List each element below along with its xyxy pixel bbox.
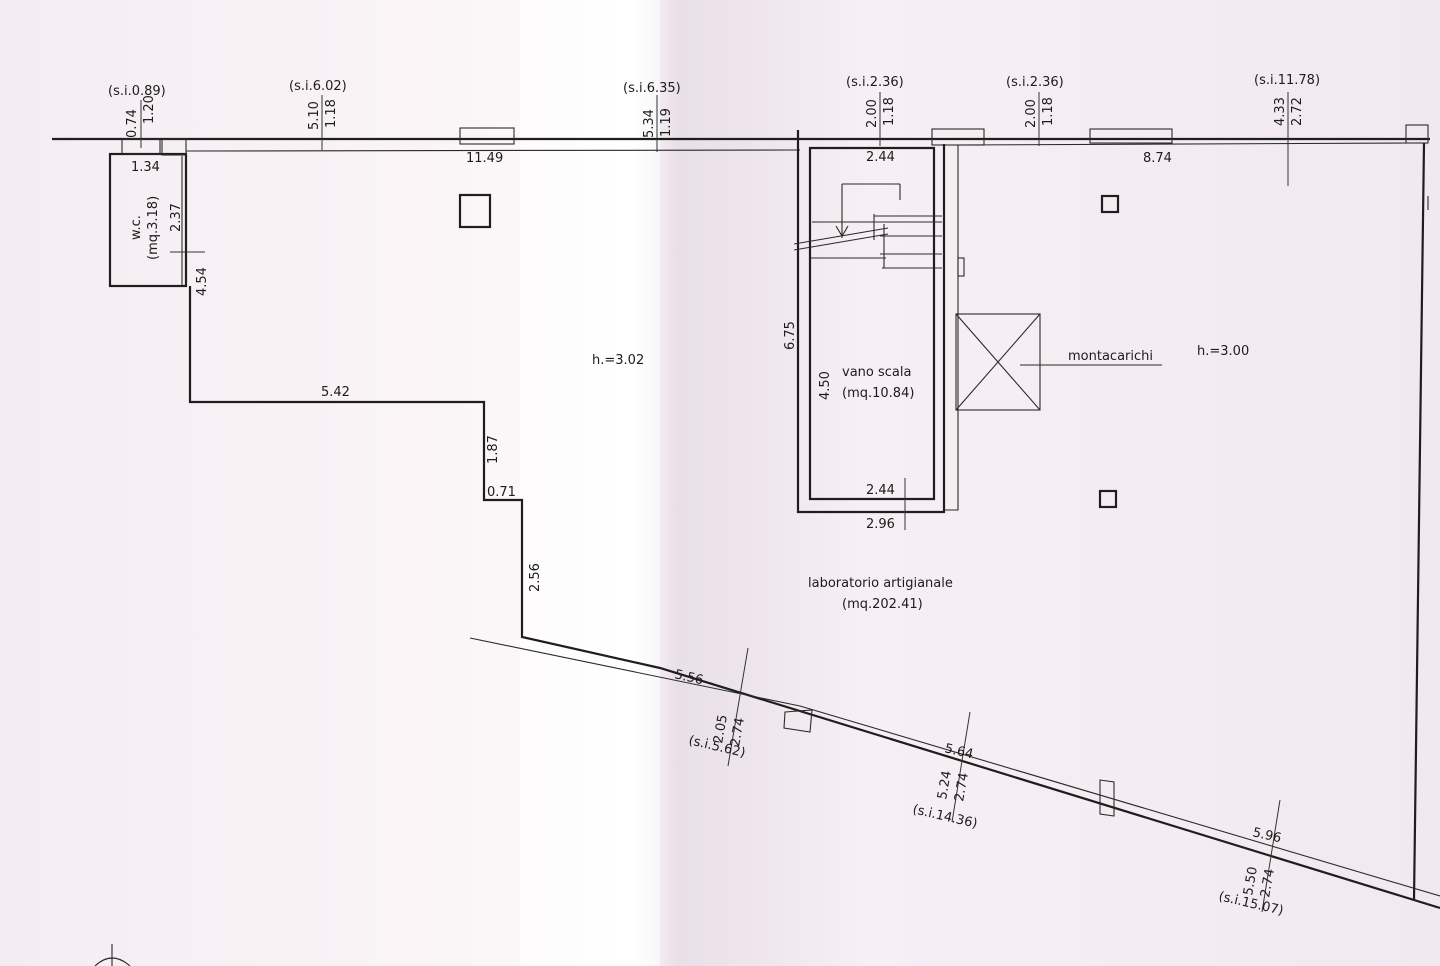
sill-height-label: (s.i.6.35)	[623, 81, 681, 96]
window-width-label: 2.00	[865, 99, 880, 128]
bottom-pillar-1	[783, 709, 813, 733]
stair-area-label: (mq.10.84)	[842, 386, 914, 401]
pillar-left	[458, 193, 492, 229]
window-height-label: 1.20	[142, 95, 157, 124]
window-label-south-3: 5.50 2.74 (s.i.15.07)	[1217, 866, 1285, 919]
right-exterior-wall	[1412, 142, 1429, 901]
sill-height-label: (s.i.6.02)	[289, 79, 347, 94]
window-label-1: (s.i.6.02) 5.10 1.18	[289, 79, 347, 130]
dim-stair-bottom-inner: 2.44	[866, 483, 895, 498]
left-room-height-label: h.=3.02	[592, 353, 644, 368]
dim-stair-side: 6.75	[783, 321, 798, 350]
right-room-height-label: h.=3.00	[1197, 344, 1249, 359]
wc-area-label: (mq.3.18)	[146, 196, 161, 260]
wc-room	[108, 138, 188, 288]
pillar-right-top	[1100, 194, 1120, 214]
dim-stair-top: 2.44	[866, 150, 895, 165]
sill-height-label: (s.i.2.36)	[1006, 75, 1064, 90]
window-width-label: 5.34	[642, 109, 657, 138]
window-label-5: (s.i.11.78) 4.33 2.72	[1254, 73, 1320, 126]
dim-top-right: 8.74	[1143, 151, 1172, 166]
corner-registration-mark	[94, 944, 131, 966]
dim-0-71: 0.71	[487, 485, 516, 500]
window-height-label: 2.74	[1258, 868, 1278, 899]
dim-4-54: 4.54	[195, 267, 210, 296]
sill-height-label: (s.i.11.78)	[1254, 73, 1320, 88]
dim-5-96: 5.96	[1251, 825, 1283, 846]
bottom-pillar-2	[1099, 779, 1115, 817]
window-dimension-ticks	[140, 92, 1289, 913]
window-height-label: 2.74	[728, 717, 748, 748]
window-width-label: 5.24	[935, 770, 955, 801]
dim-wc-depth: 2.37	[169, 203, 184, 232]
paper-fold-highlight	[520, 0, 660, 966]
dim-5-64: 5.64	[943, 741, 975, 762]
freight-lift	[955, 313, 1162, 411]
window-label-4: (s.i.2.36) 2.00 1.18	[1006, 75, 1064, 128]
dim-1-87: 1.87	[486, 435, 501, 464]
window-width-label: 0.74	[125, 109, 140, 138]
lab-name-label: laboratorio artigianale	[808, 576, 953, 591]
left-lab-outline	[188, 286, 1440, 910]
freight-lift-label: montacarichi	[1068, 349, 1153, 364]
window-height-label: 1.19	[659, 108, 674, 137]
bottom-wall-inner	[469, 637, 1440, 897]
dim-5-42: 5.42	[321, 385, 350, 400]
sill-height-label: (s.i.2.36)	[846, 75, 904, 90]
sill-height-label: (s.i.0.89)	[108, 84, 166, 99]
dimension-labels: 1.34 2.37 4.54 11.49 5.42 1.87 0.71 2.56…	[131, 150, 1283, 846]
window-height-label: 2.72	[1290, 97, 1305, 126]
window-height-label: 1.18	[1041, 97, 1056, 126]
room-labels: w.c. (mq.3.18) h.=3.02 h.=3.00 vano scal…	[129, 196, 1249, 612]
window-width-label: 2.05	[711, 714, 731, 745]
window-width-label: 5.50	[1241, 866, 1261, 897]
window-width-label: 2.00	[1024, 99, 1039, 128]
dim-stair-bottom-outer: 2.96	[866, 517, 895, 532]
dim-top-left: 11.49	[466, 151, 503, 166]
window-label-3: (s.i.2.36) 2.00 1.18	[846, 75, 904, 128]
window-height-label: 2.74	[952, 772, 972, 803]
window-height-label: 1.18	[882, 97, 897, 126]
window-label-2: (s.i.6.35) 5.34 1.19	[623, 81, 681, 138]
pillar-right-bottom	[1098, 489, 1118, 509]
window-label-wc: (s.i.0.89) 0.74 1.20	[108, 84, 166, 138]
dim-2-56: 2.56	[528, 563, 543, 592]
window-width-label: 4.33	[1273, 97, 1288, 126]
stair-name-label: vano scala	[842, 365, 911, 380]
window-height-label: 1.18	[324, 99, 339, 128]
window-width-label: 5.10	[307, 101, 322, 130]
lab-area-label: (mq.202.41)	[842, 597, 923, 612]
wc-name-label: w.c.	[129, 215, 144, 240]
dim-wc-width: 1.34	[131, 160, 160, 175]
dim-stair-inner: 4.50	[818, 371, 833, 400]
stairwell	[793, 130, 965, 530]
dim-5-56: 5.56	[673, 667, 705, 688]
